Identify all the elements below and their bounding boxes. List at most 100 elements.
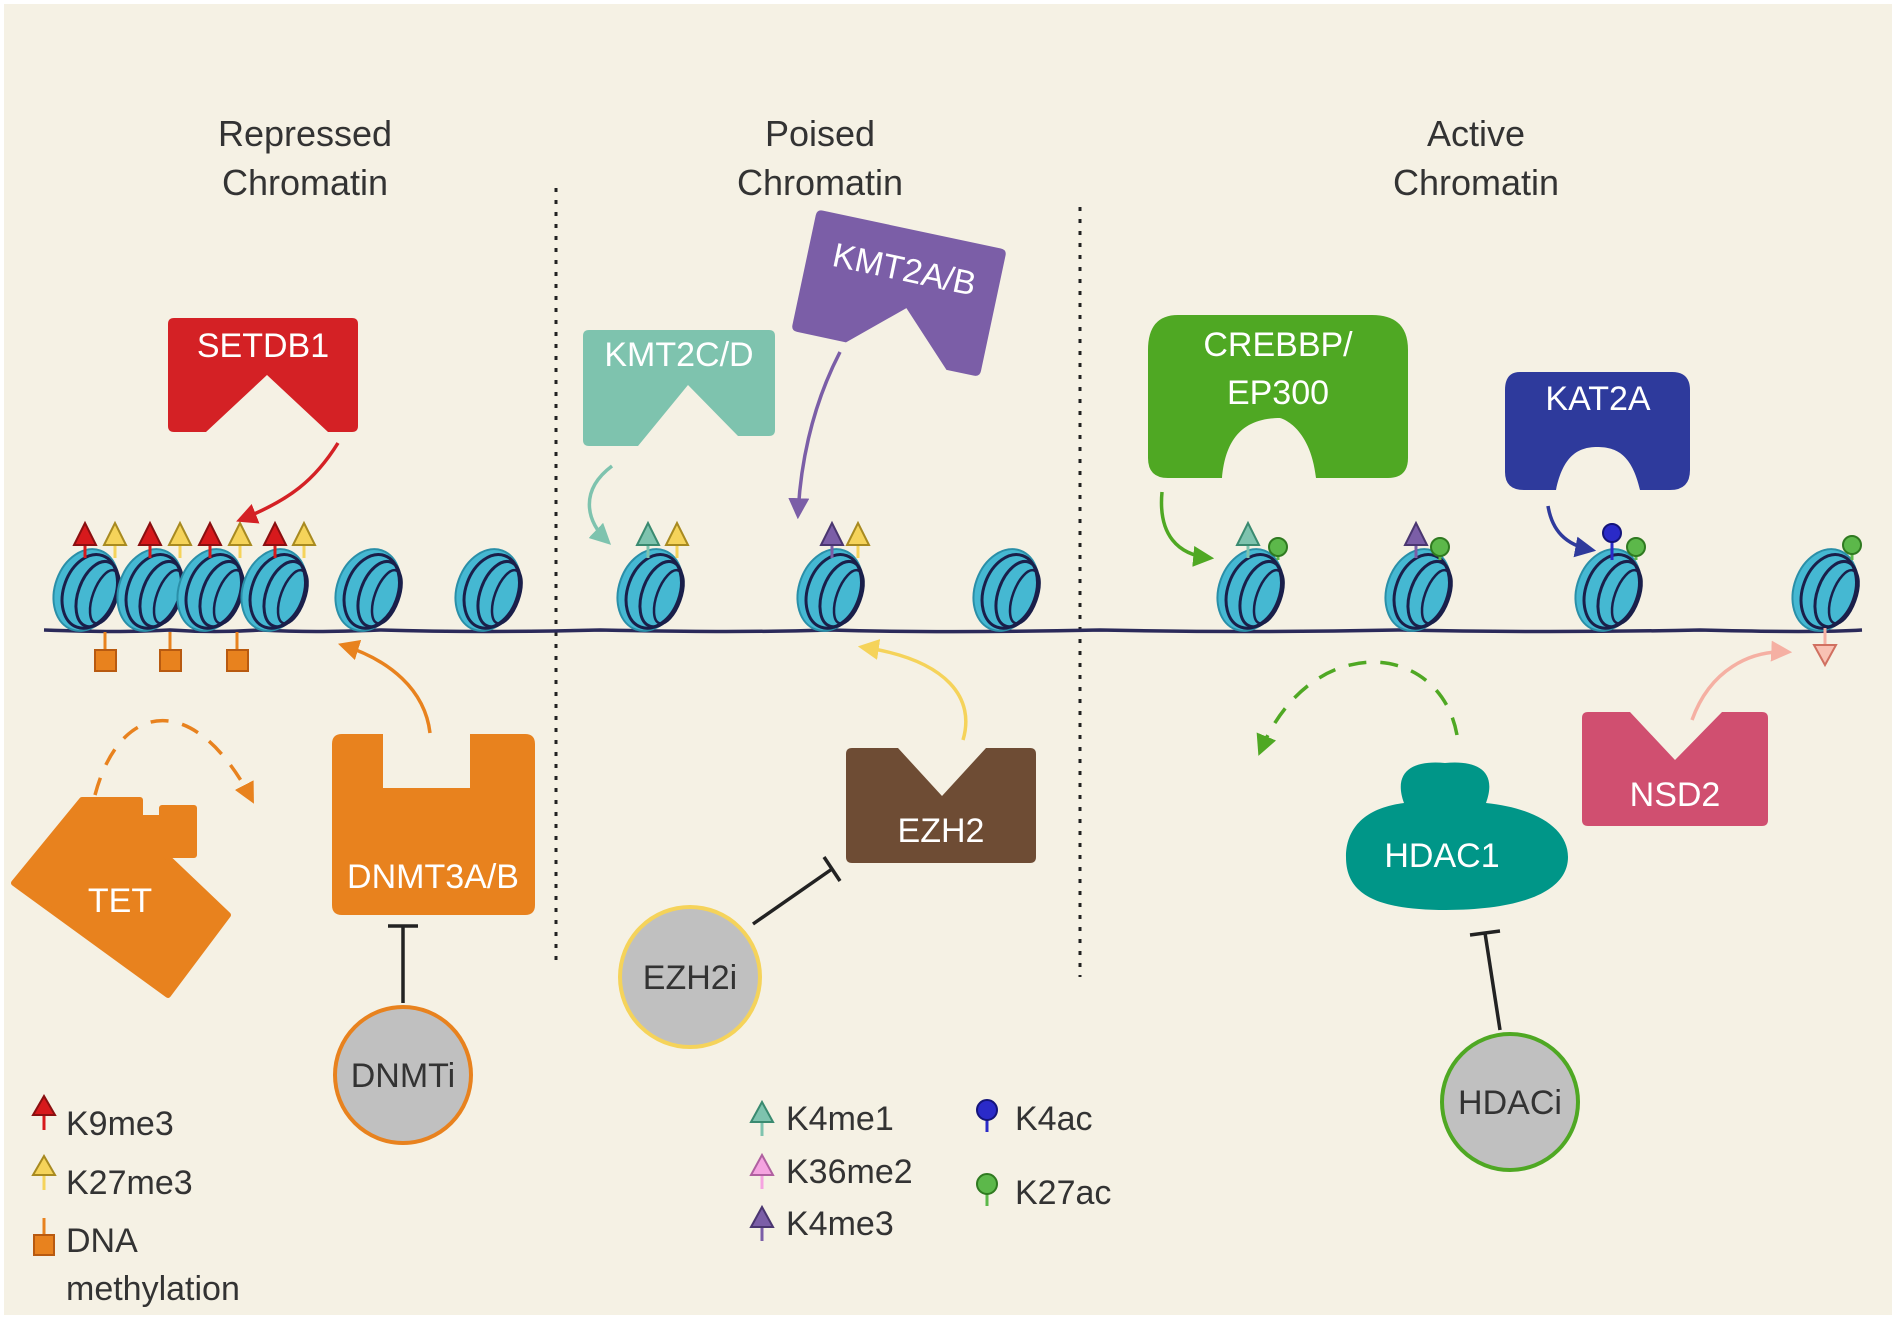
- nsd2-enzyme: NSD2: [1582, 712, 1768, 826]
- dna-methylation-marks: [94, 632, 249, 672]
- k36me2-mark: [1812, 628, 1838, 668]
- section-title-repressed: Repressed: [218, 113, 392, 154]
- histone-mark-group: [72, 520, 1862, 560]
- nucleosome-icon: [454, 548, 523, 632]
- kat2a-enzyme: KAT2A: [1505, 372, 1690, 490]
- k4me1-mark-icon: [1235, 520, 1261, 558]
- legend-k36me2-label: K36me2: [786, 1153, 913, 1191]
- legend-k27ac: K27ac: [976, 1173, 1111, 1212]
- legend-k4me3-label: K4me3: [786, 1205, 894, 1243]
- nucleosome-icon: [1384, 548, 1453, 632]
- section-title-poised: Poised: [765, 113, 875, 154]
- legend-dna-methylation-label2: methylation: [66, 1270, 240, 1308]
- k9me3-mark-icon: [262, 520, 288, 558]
- crebbp-ep300-enzyme: CREBBP/ EP300: [1148, 315, 1408, 478]
- ezh2-arrow: [857, 639, 968, 741]
- legend-k4me1: K4me1: [749, 1099, 894, 1138]
- nucleosome-icon: [240, 548, 309, 632]
- legend-dna-methylation-label1: DNA: [66, 1222, 138, 1260]
- k27me3-mark-icon: [664, 520, 690, 558]
- hdac1-label: HDAC1: [1384, 837, 1499, 875]
- ezh2-label: EZH2: [898, 812, 985, 850]
- kat2a-arrow: [1546, 505, 1597, 558]
- hdac1-dashed-arrow: [1256, 660, 1459, 756]
- k27me3-mark-icon: [167, 520, 193, 558]
- k4me3-mark-icon: [819, 520, 845, 558]
- k4me3-mark-icon: [1403, 520, 1429, 558]
- hdac1-enzyme: HDAC1: [1346, 762, 1568, 910]
- nucleosome-icon: [1791, 548, 1860, 632]
- k27me3-mark-icon: [102, 520, 128, 558]
- nucleosome-icon: [972, 548, 1041, 632]
- legend-active: K4me1 K36me2 K4me3 K4ac K27ac: [749, 1099, 1111, 1243]
- legend-k4ac-label: K4ac: [1015, 1100, 1093, 1138]
- setdb1-label: SETDB1: [197, 327, 329, 365]
- crebbp-label-line2: EP300: [1227, 374, 1329, 412]
- k27ac-mark-icon: [1842, 535, 1862, 560]
- legend-k36me2: K36me2: [749, 1152, 913, 1191]
- section-subtitle-active: Chromatin: [1393, 162, 1559, 203]
- kmt2cd-enzyme: KMT2C/D: [583, 330, 775, 446]
- tet-enzyme: TET: [11, 797, 231, 998]
- legend-k4me1-label: K4me1: [786, 1100, 894, 1138]
- nucleosome-icon: [1574, 548, 1643, 632]
- nucleosome-group: [52, 548, 1860, 632]
- nucleosome-icon: [616, 548, 685, 632]
- ezh2i-inhibitor: EZH2i: [618, 856, 842, 1049]
- nucleosome-icon: [334, 548, 403, 632]
- legend-k4me3: K4me3: [749, 1204, 894, 1243]
- ezh2i-label: EZH2i: [643, 959, 737, 997]
- square-mark-icon: [94, 632, 117, 672]
- k27me3-mark-icon: [845, 520, 871, 558]
- kmt2ab-arrow: [788, 351, 842, 520]
- section-subtitle-poised: Chromatin: [737, 162, 903, 203]
- section-title-active: Active: [1427, 113, 1525, 154]
- hdaci-label: HDACi: [1458, 1084, 1562, 1122]
- k27ac-mark-icon: [1626, 537, 1646, 560]
- dnmt3ab-label: DNMT3A/B: [347, 858, 519, 896]
- k27me3-mark-icon: [227, 520, 253, 558]
- ezh2-enzyme: EZH2: [846, 748, 1036, 863]
- section-subtitle-repressed: Chromatin: [222, 162, 388, 203]
- nsd2-label: NSD2: [1630, 776, 1721, 814]
- square-mark-icon: [226, 632, 249, 672]
- k27me3-mark-icon: [291, 520, 317, 558]
- legend-k9me3: K9me3: [31, 1094, 174, 1143]
- legend-k27me3: K27me3: [31, 1154, 193, 1202]
- kmt2cd-label: KMT2C/D: [604, 336, 753, 374]
- dna-strand: [43, 628, 1863, 634]
- k9me3-mark-icon: [72, 520, 98, 558]
- k27ac-mark-icon: [1268, 537, 1288, 560]
- kat2a-label: KAT2A: [1545, 380, 1651, 418]
- dnmti-inhibitor: DNMTi: [333, 924, 473, 1145]
- nucleosome-icon: [52, 548, 121, 632]
- setdb1-arrow: [236, 442, 340, 524]
- dnmt3ab-arrow: [337, 639, 432, 734]
- legend-k27ac-label: K27ac: [1015, 1174, 1111, 1212]
- nucleosome-icon: [1216, 548, 1285, 632]
- legend-k9me3-label: K9me3: [66, 1105, 174, 1143]
- k4me1-mark-icon: [635, 520, 661, 558]
- crebbp-label-line1: CREBBP/: [1203, 326, 1353, 364]
- nucleosome-icon: [116, 548, 185, 632]
- tet-label: TET: [88, 882, 152, 920]
- crebbp-arrow: [1159, 491, 1215, 567]
- dnmti-label: DNMTi: [351, 1057, 456, 1095]
- dnmt3ab-enzyme: DNMT3A/B: [332, 734, 535, 915]
- nucleosome-icon: [796, 548, 865, 632]
- legend-k27me3-label: K27me3: [66, 1164, 193, 1202]
- k4ac-mark-icon: [1602, 523, 1622, 560]
- kmt2ab-enzyme: KMT2A/B: [792, 210, 1006, 376]
- nsd2-arrow: [1690, 640, 1793, 721]
- square-mark-icon: [159, 632, 182, 672]
- legend-dna-methylation: DNA methylation: [33, 1218, 240, 1308]
- k27ac-mark-icon: [1430, 537, 1450, 560]
- nucleosome-icon: [176, 548, 245, 632]
- setdb1-enzyme: SETDB1: [168, 318, 358, 432]
- k9me3-mark-icon: [137, 520, 163, 558]
- legend-repressed: K9me3 K27me3 DNA methylation: [31, 1094, 240, 1308]
- kmt2cd-arrow: [587, 464, 614, 545]
- k9me3-mark-icon: [197, 520, 223, 558]
- tet-dashed-arrow: [93, 718, 254, 804]
